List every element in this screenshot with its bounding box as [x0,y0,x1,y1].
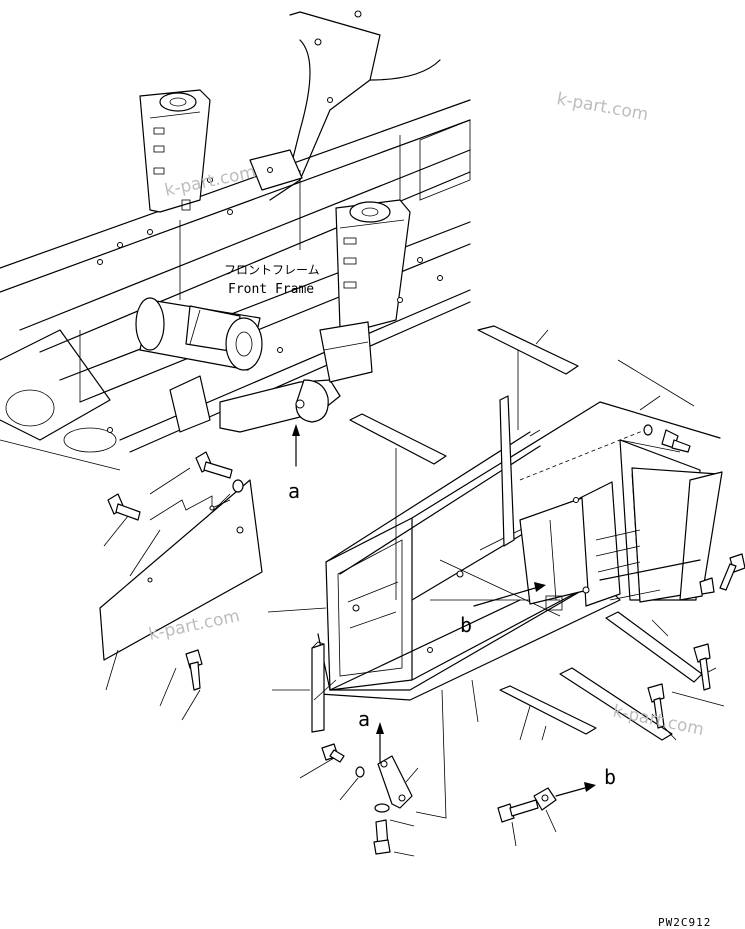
view-arrow-b-mid [473,582,546,607]
frame-label-english: Front Frame [228,282,314,297]
link-bracket [377,755,413,809]
bolt-left [107,493,141,521]
bolt-b-group [497,799,539,823]
cover-plate [99,479,263,661]
clip-right [699,577,715,595]
view-arrow-a-bottom [376,722,384,763]
view-arrow-a-top [292,424,300,467]
watermark-1: k-part.com [555,89,650,125]
box-frame [317,395,723,701]
view-arrow-b-right [555,782,596,797]
strip-lower-right [559,667,673,741]
bolt-right-top [661,429,691,453]
drawing-number: PW2C912 [658,916,711,929]
washer-right-top [643,424,653,436]
frame-label-japanese: フロントフレーム [224,263,320,277]
view-marker-b-mid: b [460,613,472,637]
strip-top-right [477,325,579,375]
bolt-lower [321,743,345,763]
view-marker-a-top: a [288,479,300,503]
bolt-right-edge [719,553,745,591]
vertical-bar [311,641,325,733]
bolt-bottom [373,819,391,855]
washer-lower-2 [374,803,390,813]
bolt-right-low [647,683,665,729]
front-frame-assembly [0,10,471,471]
clamp-b-group [533,787,557,811]
view-marker-a-bottom: a [358,707,370,731]
bolt-right-mid [693,643,711,691]
view-marker-b-right: b [604,765,616,789]
washer-lower [355,766,365,778]
bolt-lower-left [185,649,203,691]
washer-upper [232,479,244,493]
strip-lower-center [499,685,597,735]
strip-top-center [349,413,447,465]
bolt-upper [195,451,233,479]
